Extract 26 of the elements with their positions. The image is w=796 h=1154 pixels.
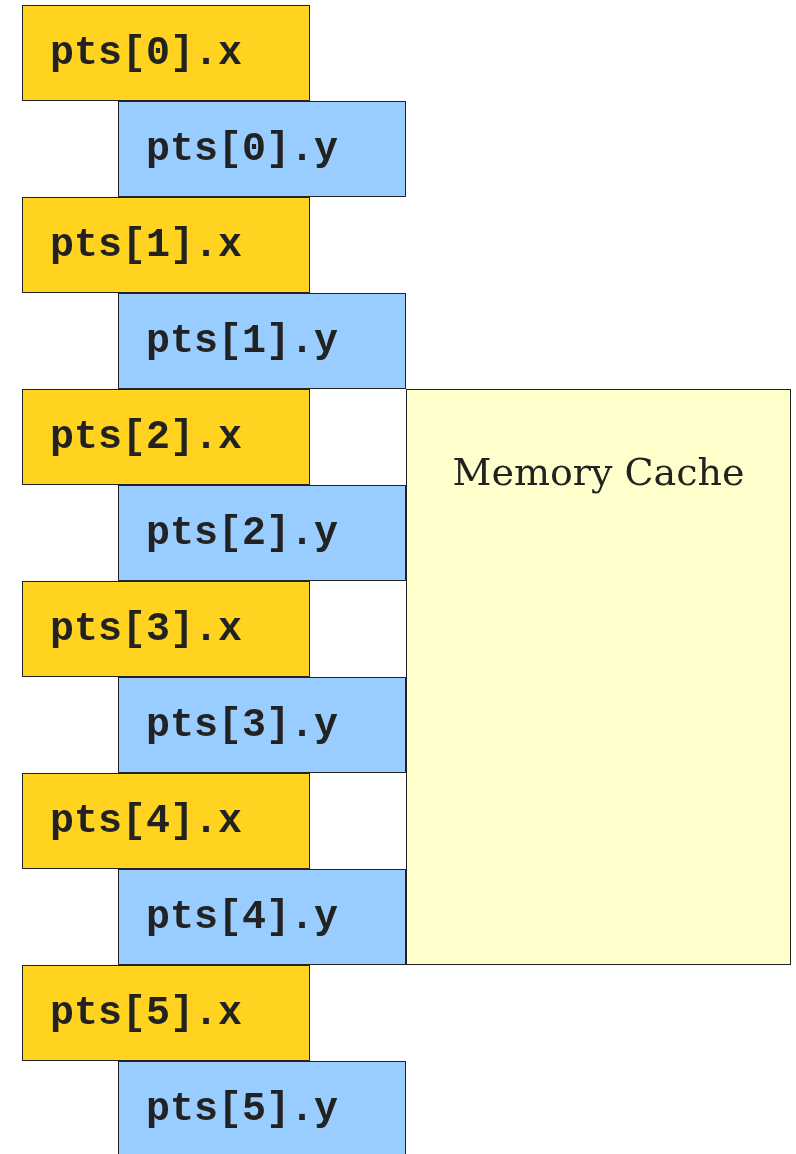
memory-slot	[22, 197, 310, 293]
memory-slot	[118, 869, 406, 965]
field-name: pts[0].x	[50, 30, 243, 76]
memory-slot	[22, 965, 310, 1061]
field-name: pts[5].y	[146, 1086, 339, 1132]
cache-region	[406, 389, 791, 965]
field-name: pts[2].x	[50, 414, 243, 460]
memory-slot	[118, 485, 406, 581]
memory-slot	[118, 1061, 406, 1154]
field-name: pts[3].y	[146, 702, 339, 748]
memory-slot	[22, 389, 310, 485]
memory-slot	[22, 581, 310, 677]
field-name: pts[1].y	[146, 318, 339, 364]
memory-slot	[118, 293, 406, 389]
memory-slot	[118, 677, 406, 773]
field-name: pts[5].x	[50, 990, 243, 1036]
field-name: pts[4].y	[146, 894, 339, 940]
field-name: pts[3].x	[50, 606, 243, 652]
field-name: pts[4].x	[50, 798, 243, 844]
memory-slot	[118, 101, 406, 197]
region-label: Memory Cache	[452, 450, 745, 494]
field-name: pts[0].y	[146, 126, 339, 172]
field-name: pts[1].x	[50, 222, 243, 268]
memory-slot	[22, 773, 310, 869]
field-name: pts[2].y	[146, 510, 339, 556]
memory-slot	[22, 5, 310, 101]
